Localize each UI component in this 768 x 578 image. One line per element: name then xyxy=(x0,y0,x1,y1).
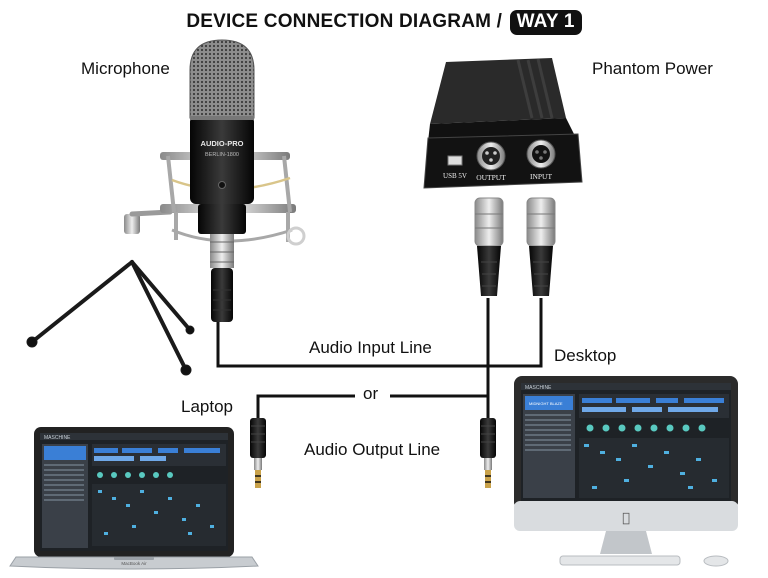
desktop-jack-plug xyxy=(480,418,496,488)
title-text: DEVICE CONNECTION DIAGRAM / xyxy=(186,11,503,32)
mic-xlr-cable-end xyxy=(211,268,233,322)
tripod-stand xyxy=(26,209,195,376)
output-label: OUTPUT xyxy=(476,173,506,182)
microphone-label: Microphone xyxy=(81,59,170,78)
mic-body xyxy=(190,116,254,204)
desktop-computer: MASCHINE MIDNIGHT BLAZE xyxy=(514,376,738,567)
audio-input-line-label: Audio Input Line xyxy=(309,338,432,357)
laptop-jack-plug xyxy=(250,418,266,488)
mic-model-text: BERLIN-1800 xyxy=(205,152,239,158)
laptop-daw-app: MASCHINE xyxy=(44,435,71,441)
usb-port xyxy=(447,155,463,166)
input-label: INPUT xyxy=(530,172,553,181)
laptop-base xyxy=(9,556,259,570)
cable-lines xyxy=(216,298,543,418)
way-badge: WAY 1 xyxy=(509,10,582,35)
desktop-daw-app: MASCHINE xyxy=(525,385,552,391)
mic-brand-text: AUDIO-PRO xyxy=(201,139,244,148)
apple-logo-icon:  xyxy=(622,511,630,526)
input-cable-line xyxy=(216,298,543,368)
phantom-power-box: USB 5V OUTPUT INPUT xyxy=(423,58,583,189)
desktop-keyboard xyxy=(559,555,681,566)
diagram-title: DEVICE CONNECTION DIAGRAM / WAY 1 xyxy=(0,10,768,35)
xlr-female-plug xyxy=(474,197,504,296)
laptop-cable-line xyxy=(256,394,355,418)
laptop-label: Laptop xyxy=(181,397,233,416)
or-label: or xyxy=(363,384,379,403)
usb-label: USB 5V xyxy=(443,172,467,180)
laptop-model-text: MacBook Air xyxy=(121,561,147,566)
xlr-male-plug xyxy=(526,197,556,296)
desktop-daw-project: MIDNIGHT BLAZE xyxy=(529,401,563,406)
microphone: AUDIO-PRO BERLIN-1800 xyxy=(26,39,306,376)
laptop: MASCHINE MacBook xyxy=(9,427,259,570)
phantom-power-label: Phantom Power xyxy=(592,59,713,78)
desktop-label: Desktop xyxy=(554,346,617,365)
mic-grille xyxy=(189,39,255,119)
audio-output-line-label: Audio Output Line xyxy=(304,440,441,459)
desktop-mouse xyxy=(703,555,729,567)
